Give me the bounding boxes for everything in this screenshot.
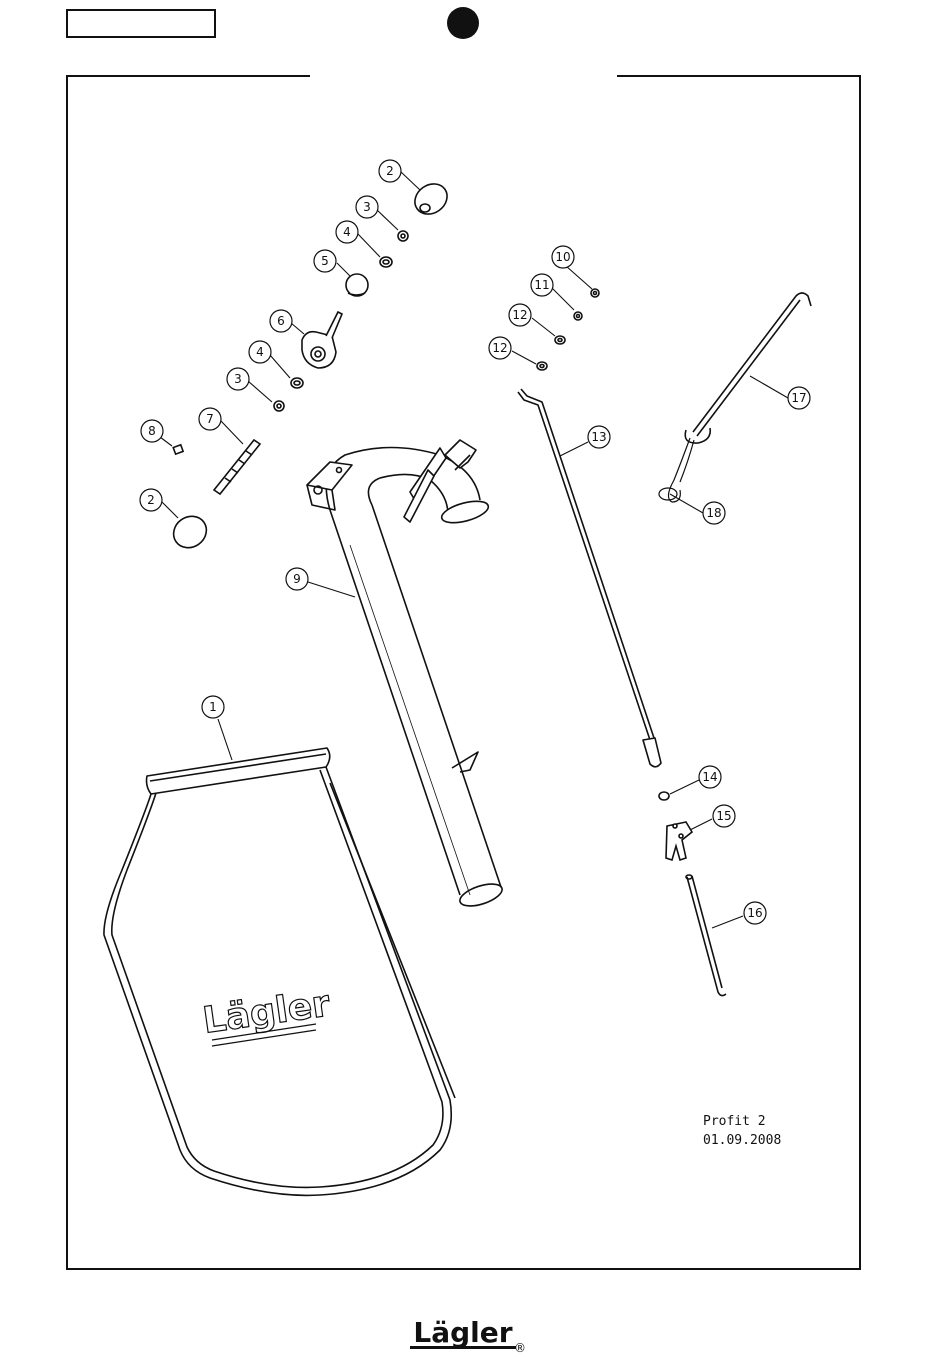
- part-12-washer-upper: [555, 336, 565, 344]
- callout-3-lower: 3: [227, 368, 249, 390]
- callout-11-label: 11: [534, 278, 549, 292]
- header-label-box: [67, 10, 215, 37]
- callout-5-label: 5: [321, 254, 329, 268]
- bag-logo: Lägler: [200, 983, 332, 1041]
- callout-1: 1: [202, 696, 224, 718]
- callout-10: 10: [552, 246, 574, 268]
- callout-2-upper: 2: [379, 160, 401, 182]
- callout-8: 8: [141, 420, 163, 442]
- callout-11: 11: [531, 274, 553, 296]
- callout-7: 7: [199, 408, 221, 430]
- callout-14-label: 14: [702, 770, 717, 784]
- header-black-dot: [447, 7, 479, 39]
- revision-date: 01.09.2008: [703, 1133, 781, 1148]
- callout-12-lower: 12: [489, 337, 511, 359]
- callout-15-label: 15: [716, 809, 731, 823]
- footer-logo: Lägler ®: [410, 1316, 526, 1355]
- callout-2-lower: 2: [140, 489, 162, 511]
- callout-3-upper: 3: [356, 196, 378, 218]
- part-16-pin: [686, 875, 726, 996]
- part-6-bracket: [302, 312, 342, 368]
- callout-15: 15: [713, 805, 735, 827]
- callout-4-upper: 4: [336, 221, 358, 243]
- callout-16: 16: [744, 902, 766, 924]
- callout-9-label: 9: [293, 572, 301, 586]
- callout-17: 17: [788, 387, 810, 409]
- part-2-wheel-cap-lower: [167, 510, 212, 554]
- callout-leaders: [160, 172, 788, 928]
- registered-mark: ®: [514, 1341, 526, 1355]
- callout-17-label: 17: [791, 391, 806, 405]
- callout-2-lower-label: 2: [147, 493, 155, 507]
- callout-12-upper: 12: [509, 304, 531, 326]
- part-3-ring-lower: [274, 401, 284, 411]
- part-1-catcher-bag: [104, 748, 455, 1195]
- part-4-washer-lower: [291, 378, 303, 388]
- callout-16-label: 16: [747, 906, 762, 920]
- callout-4-lower: 4: [249, 341, 271, 363]
- footer-logo-text: Lägler: [413, 1316, 512, 1349]
- part-14-nut: [659, 792, 669, 800]
- callout-12-upper-label: 12: [512, 308, 527, 322]
- callout-3-upper-label: 3: [363, 200, 371, 214]
- part-5-ball: [346, 274, 368, 296]
- callout-5: 5: [314, 250, 336, 272]
- callout-6: 6: [270, 310, 292, 332]
- part-8-nut: [173, 445, 183, 454]
- part-2-wheel-cap-upper: [409, 178, 453, 220]
- callout-12-lower-label: 12: [492, 341, 507, 355]
- part-13-rod: [518, 389, 661, 767]
- callout-6-label: 6: [277, 314, 285, 328]
- part-7-axle: [214, 440, 260, 494]
- drawing-frame: [67, 76, 860, 1269]
- part-17-lever: [685, 293, 811, 443]
- callout-14: 14: [699, 766, 721, 788]
- part-12-washer-lower: [537, 362, 547, 370]
- callout-2-upper-label: 2: [386, 164, 394, 178]
- callout-10-label: 10: [555, 250, 570, 264]
- part-3-ring-upper: [398, 231, 408, 241]
- callout-18-label: 18: [706, 506, 721, 520]
- part-15-clamp: [666, 822, 692, 860]
- callout-13-label: 13: [591, 430, 606, 444]
- callout-9: 9: [286, 568, 308, 590]
- model-name: Profit 2: [703, 1114, 766, 1129]
- callout-18: 18: [703, 502, 725, 524]
- part-11-nut: [574, 312, 582, 320]
- callout-3-lower-label: 3: [234, 372, 242, 386]
- part-10-nut: [591, 289, 599, 297]
- footer-logo-underline: [410, 1346, 516, 1349]
- callout-1-label: 1: [209, 700, 217, 714]
- callout-4-lower-label: 4: [256, 345, 264, 359]
- part-9-discharge-chute: [307, 440, 505, 910]
- callout-13: 13: [588, 426, 610, 448]
- part-18-cord: [659, 438, 694, 502]
- callout-4-upper-label: 4: [343, 225, 351, 239]
- part-4-washer-upper: [380, 257, 392, 267]
- callout-7-label: 7: [206, 412, 214, 426]
- callout-8-label: 8: [148, 424, 156, 438]
